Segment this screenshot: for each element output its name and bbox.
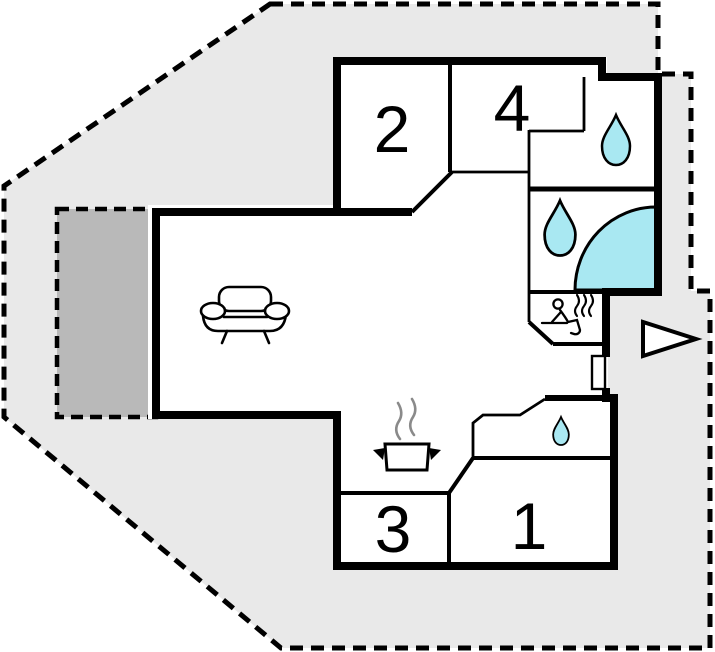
wall-sauna-diagonal — [527, 320, 555, 346]
wall-diagonal-living — [410, 170, 454, 214]
water-drop-icon-bathroom-middle — [543, 196, 577, 257]
water-drop-icon-bathroom-top — [600, 111, 632, 167]
house-footprint — [148, 57, 662, 570]
wall-room1-diagonal — [447, 456, 475, 495]
sauna-person-icon — [540, 293, 595, 336]
sofa-icon — [199, 285, 291, 345]
room-2-label: 2 — [374, 92, 411, 166]
exterior-wall-2 — [152, 57, 618, 570]
room-3-label: 3 — [375, 492, 412, 566]
water-drop-icon-shower — [552, 414, 570, 446]
entrance-arrow-icon — [641, 319, 703, 359]
wall-shower-west — [471, 397, 546, 458]
pot-with-steam-icon — [373, 397, 441, 472]
room-4-label: 4 — [494, 71, 531, 145]
room-1-label: 1 — [511, 489, 548, 563]
terrace — [54, 206, 159, 420]
door-symbol — [590, 354, 607, 391]
corner-bathtub-icon — [573, 205, 658, 292]
